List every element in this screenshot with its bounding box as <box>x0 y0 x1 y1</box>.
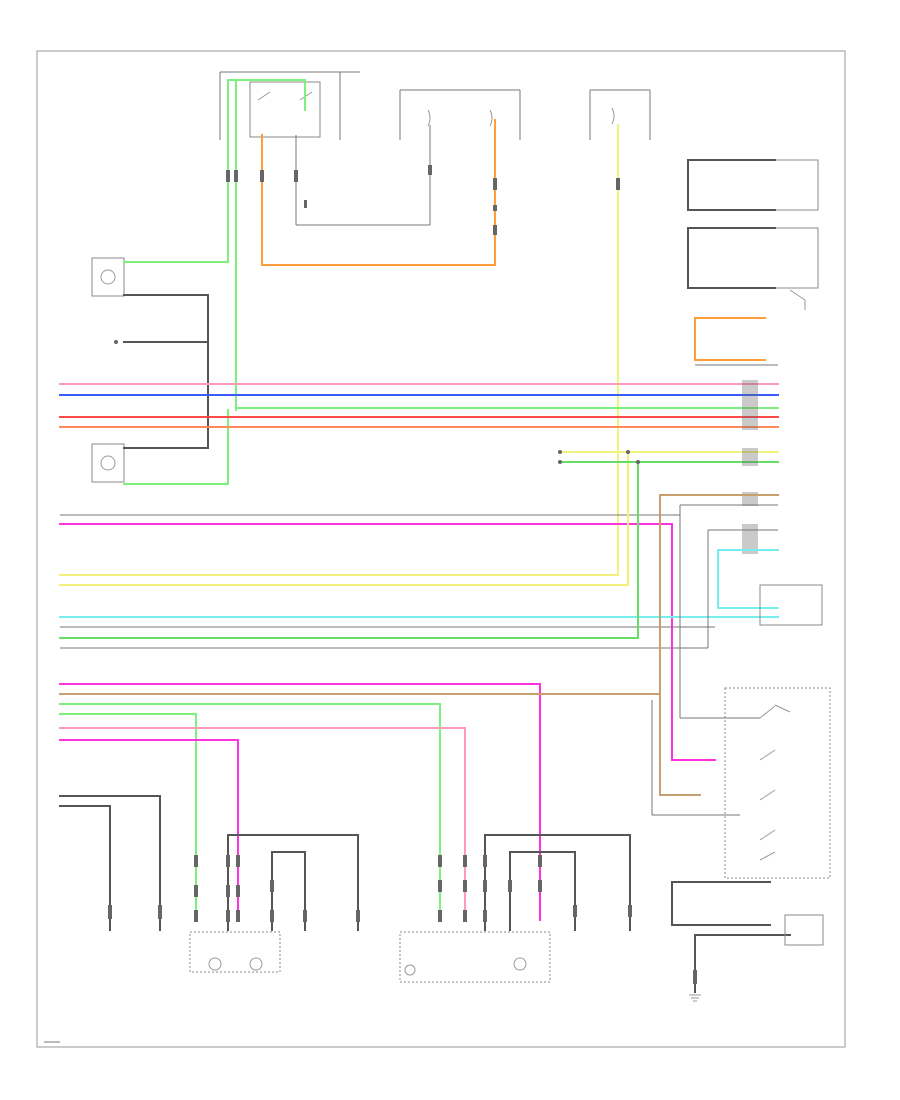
switch-icon <box>789 289 806 310</box>
top-vertical-wires <box>227 79 619 576</box>
top-relay-area <box>219 71 651 140</box>
lamp-icon <box>100 269 116 285</box>
diagram-frame <box>36 50 846 1048</box>
lower-left-black-wires <box>59 795 162 931</box>
right-connector-stack <box>742 380 758 554</box>
lamp-icon <box>513 957 527 971</box>
light-control-switch <box>651 687 831 879</box>
switch-icon <box>759 704 791 719</box>
ground-icon <box>689 994 701 1002</box>
switch-icon <box>759 749 776 861</box>
right-front-side-lamp <box>91 409 229 485</box>
lamp-icon <box>208 957 222 971</box>
harness-bundle-2 <box>59 451 741 761</box>
right-upper-components <box>687 159 819 366</box>
harness-bundle-1 <box>59 383 779 428</box>
lamp-icon <box>100 455 116 471</box>
connector-ticks-top <box>226 165 620 235</box>
light-switch-lower <box>671 881 824 1002</box>
right-mid-wires <box>659 494 823 796</box>
lower-left-headlight-cluster <box>189 834 360 973</box>
lower-right-headlight-cluster <box>399 834 632 983</box>
left-front-side-lamp <box>91 257 229 449</box>
center-junction <box>558 450 779 464</box>
harness-bundle-3 <box>59 683 661 921</box>
lamp-icon <box>404 964 416 976</box>
lamp-icon <box>249 957 263 971</box>
